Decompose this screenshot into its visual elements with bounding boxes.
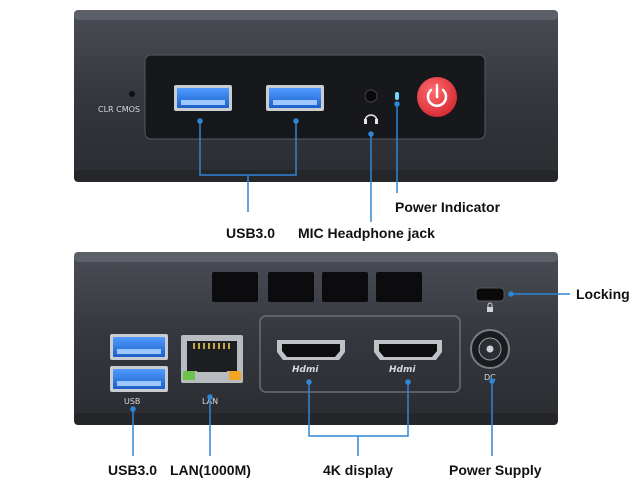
back-bottom-edge <box>74 413 558 425</box>
hdmi-port-1 <box>277 340 345 360</box>
power-indicator-callout: Power Indicator <box>395 199 501 215</box>
power-led <box>395 92 399 100</box>
back-top-edge <box>74 252 558 262</box>
audio-jack <box>364 89 378 103</box>
vent-grille <box>212 272 422 302</box>
back-usb-port-1 <box>110 334 168 360</box>
headphone-icon <box>364 114 378 124</box>
clr-cmos-hole <box>129 91 135 97</box>
back-usb-port-2 <box>110 366 168 392</box>
front-panel: CLR CMOS <box>74 10 558 182</box>
front-usb-callout: USB3.0 <box>226 225 275 241</box>
hdmi-panel-frame <box>259 315 461 393</box>
display-callout: 4K display <box>323 462 393 478</box>
lock-icon <box>487 302 493 312</box>
clr-cmos-label: CLR CMOS <box>98 105 140 114</box>
lan-callout: LAN(1000M) <box>170 462 251 478</box>
back-usb-label: USB <box>124 397 140 406</box>
front-top-edge <box>74 10 558 20</box>
back-usb-callout: USB3.0 <box>108 462 157 478</box>
back-callout-lines <box>130 291 570 456</box>
hdmi-1-label: Hdmi <box>292 365 319 375</box>
locking-callout: Locking <box>576 286 630 302</box>
dc-jack <box>470 329 510 369</box>
mic-callout: MIC Headphone jack <box>298 225 435 241</box>
front-usb-port-1 <box>174 85 232 111</box>
front-bottom-edge <box>74 170 558 182</box>
lan-port <box>181 335 243 383</box>
power-icon <box>426 83 448 107</box>
lock-slot <box>475 287 505 302</box>
back-panel: USB LAN Hdmi Hdmi <box>74 252 558 425</box>
front-usb-port-2 <box>266 85 324 111</box>
hdmi-2-label: Hdmi <box>389 365 416 375</box>
power-supply-callout: Power Supply <box>449 462 542 478</box>
dc-label: DC <box>484 373 496 382</box>
hdmi-port-2 <box>374 340 442 360</box>
front-callout-lines <box>197 101 400 222</box>
